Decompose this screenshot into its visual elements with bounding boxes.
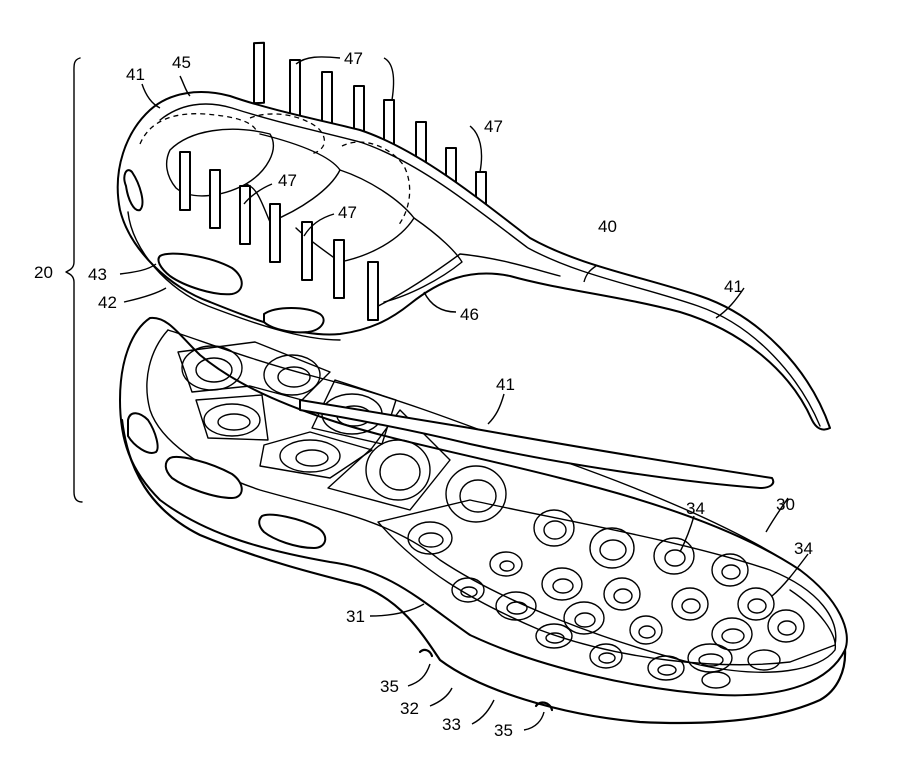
insert-lower-strip: [299, 399, 775, 489]
label-31: 31: [346, 607, 365, 626]
forefoot-cups: [377, 499, 837, 689]
label-35-b: 35: [494, 721, 513, 740]
label-42: 42: [98, 293, 117, 312]
label-40: 40: [598, 217, 617, 236]
reference-labels: 20 41 45 47 47 47 47 40 41 43 42 46 41 3…: [34, 49, 813, 740]
label-41-right: 41: [724, 277, 743, 296]
assembly-bracket: [65, 57, 83, 503]
insert-lower-edge: [127, 211, 341, 341]
sole-side-window: [127, 412, 159, 454]
sole-rim-top: [167, 329, 801, 571]
label-33: 33: [442, 715, 461, 734]
leader-lines: [119, 56, 809, 731]
insert-strap: [295, 169, 415, 263]
label-41-lower: 41: [496, 375, 515, 394]
label-47-right: 47: [484, 117, 503, 136]
sole-base-rim: [120, 418, 847, 725]
sole-side-window: [258, 513, 327, 549]
insert-side-window: [263, 307, 325, 334]
insert-side-window: [157, 252, 243, 296]
label-32: 32: [400, 699, 419, 718]
label-43: 43: [88, 265, 107, 284]
insert-strap: [383, 217, 463, 303]
insert-dashed-guide: [139, 113, 257, 145]
label-47-top: 47: [344, 49, 363, 68]
label-41-heel: 41: [126, 65, 145, 84]
insert-heel-side: [123, 169, 144, 212]
heel-cups: [177, 341, 507, 523]
midsole-30: [119, 316, 848, 725]
outsole-notch: [534, 701, 554, 712]
insert-bridge: [369, 253, 561, 311]
sole-inner-rim: [146, 329, 836, 673]
label-34-a: 34: [686, 499, 705, 518]
outsole-notch: [418, 648, 434, 658]
label-45: 45: [172, 53, 191, 72]
label-47-mid: 47: [278, 171, 297, 190]
label-47-lower: 47: [338, 203, 357, 222]
label-20: 20: [34, 263, 53, 282]
pins-front: [179, 151, 379, 321]
insert-dashed-guide: [249, 113, 326, 155]
label-35-a: 35: [380, 677, 399, 696]
insert-heel-opening: [165, 128, 275, 197]
insert-40: [116, 41, 831, 489]
label-34-b: 34: [794, 539, 813, 558]
insert-outline: [116, 91, 831, 431]
insert-dashed-guide: [341, 141, 411, 227]
label-46: 46: [460, 305, 479, 324]
sole-side-window: [164, 456, 243, 499]
insert-edge-line: [159, 103, 821, 427]
label-30: 30: [776, 495, 795, 514]
sole-outline: [119, 316, 848, 697]
insert-strap: [245, 133, 341, 223]
